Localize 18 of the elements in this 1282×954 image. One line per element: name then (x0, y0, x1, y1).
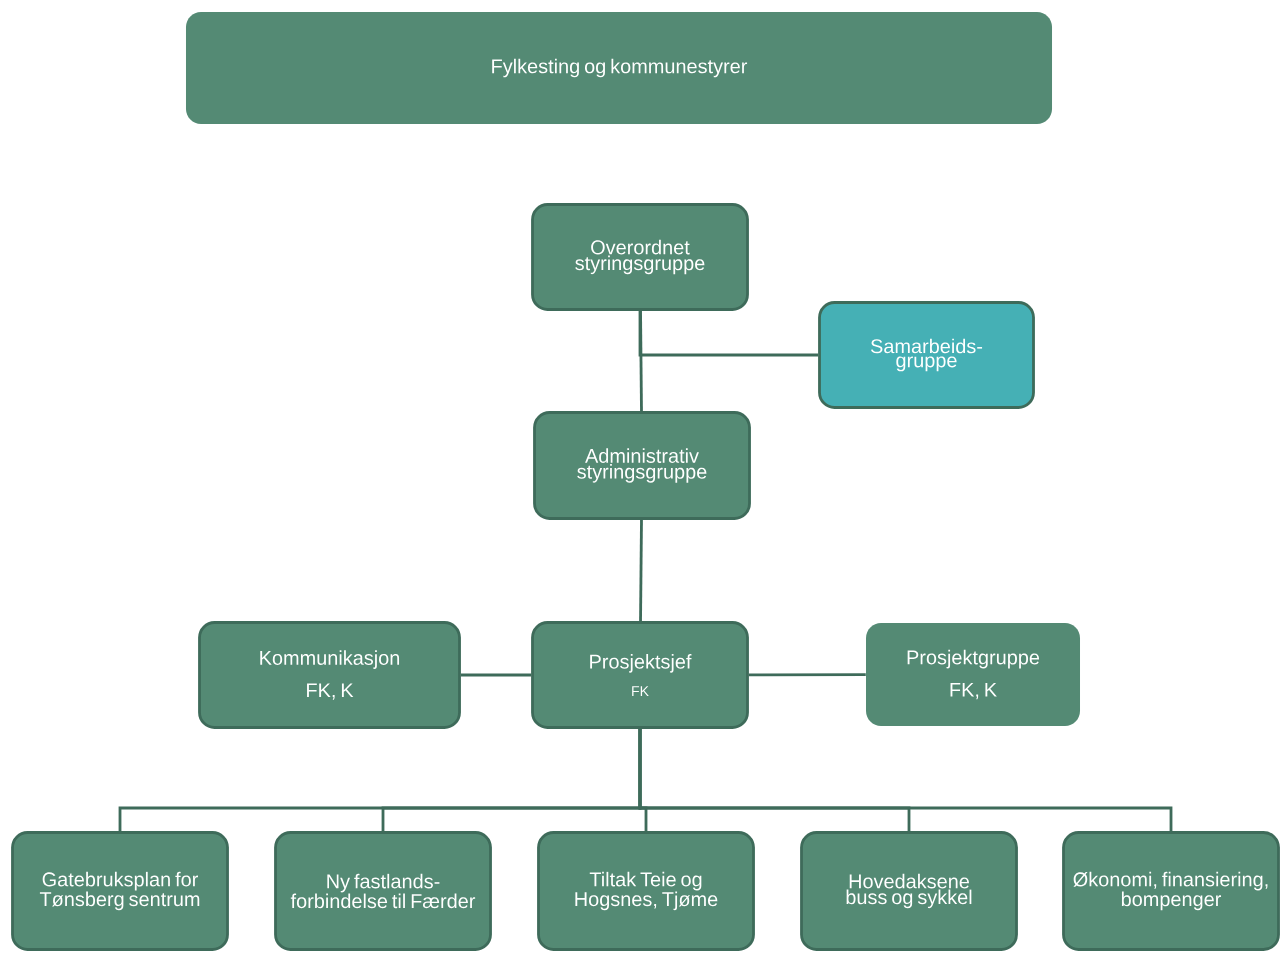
org-box: Tiltak Teie og Hogsnes, Tjøme (537, 831, 755, 951)
connector-line (639, 519, 643, 622)
org-box: Hovedaksene buss og sykkel (800, 831, 1018, 951)
org-box: Administrativ styringsgruppe (533, 411, 751, 520)
connector-line (639, 310, 643, 412)
connector-line (460, 673, 532, 677)
org-box: Kommunikasjon FK, K (198, 621, 461, 729)
org-box: Gatebruksplan for Tønsberg sentrum (11, 831, 229, 951)
org-box: Økonomi, finansiering, bompenger (1062, 831, 1280, 951)
org-box: Prosjektgruppe FK, K (866, 623, 1080, 726)
org-box: Overordnet styringsgruppe (531, 203, 749, 311)
org-box: Fylkesting og kommunestyrer (186, 12, 1052, 124)
connector-line (638, 728, 1173, 832)
org-box: Samarbeids- gruppe (818, 301, 1035, 409)
org-box: Ny fastlands- forbindelse til Færder (274, 831, 492, 951)
connector-line (638, 310, 819, 357)
connector-line (748, 673, 866, 677)
org-box: Prosjektsjef FK (531, 621, 749, 729)
